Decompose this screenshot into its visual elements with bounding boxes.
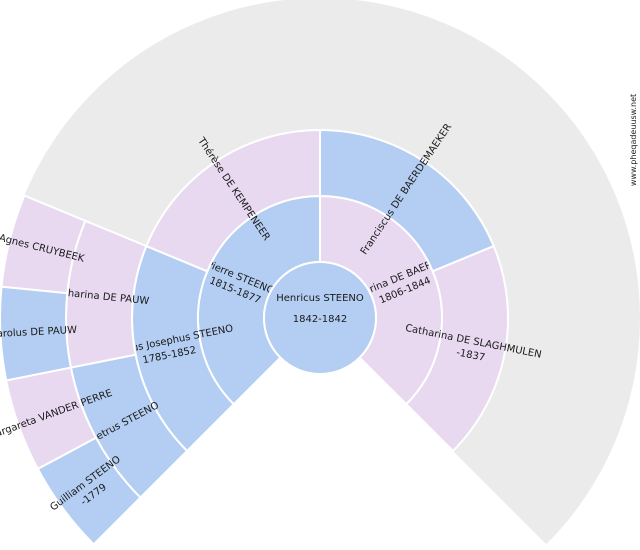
root-person[interactable]: Henricus STEENO 1842-1842 — [263, 261, 377, 375]
gen4-person-3-segment[interactable] — [0, 194, 87, 295]
root-person-dates: 1842-1842 — [293, 314, 348, 325]
root-person-circle[interactable] — [263, 261, 377, 375]
gen2-person-3-segment[interactable] — [404, 244, 509, 453]
root-person-name: Henricus STEENO — [276, 293, 364, 304]
gen4-person-2-name: Carolus DE PAUW — [0, 325, 77, 340]
watermark-text: www.pheqadeuusw.net — [629, 94, 638, 186]
